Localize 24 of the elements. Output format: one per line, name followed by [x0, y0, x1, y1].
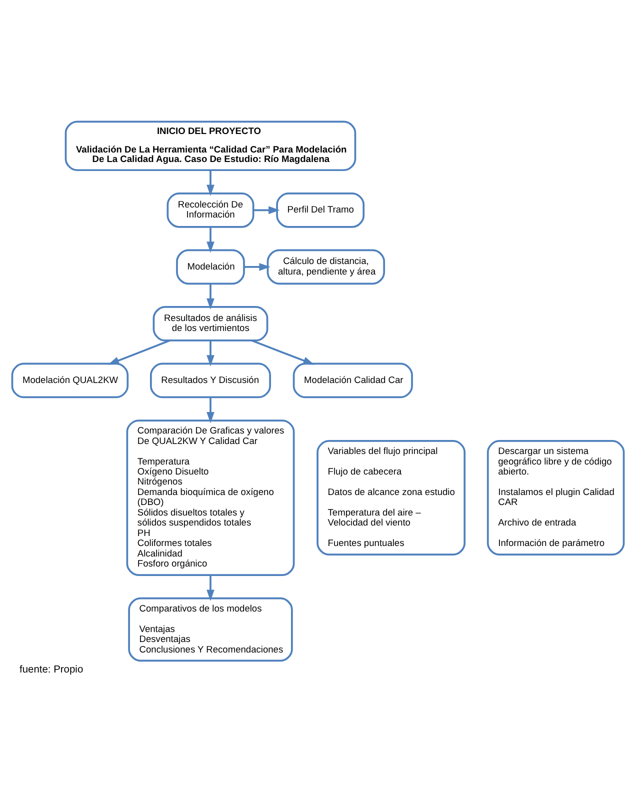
- node-box: Descargar un sistema geográfico libre y de código abierto. Instalamos el plugin Calidad CAR Archivo de entrada Información de parámetro: [486, 440, 625, 556]
- node-box: Resultados de análisis de los vertimientos: [152, 306, 268, 342]
- arrow: [206, 397, 214, 424]
- arrow: [244, 263, 270, 271]
- node-box: Variables del flujo principal Flujo de cabecera Datos de alcance zona estudio Temperatura del aire – Velocidad del viento Fuentes puntuales: [316, 440, 466, 556]
- arrow: [251, 340, 314, 365]
- node-box: Resultados Y Discusión: [150, 362, 271, 398]
- arrow: [206, 340, 214, 366]
- node-box: Comparación De Graficas y valores De QUAL2KW Y Calidad Car Temperatura Oxígeno Disuelto Nitrógenos Demanda bioquímica de oxígeno (DBO) Sólidos disueltos totales y sólidos suspendidos totales PH Coliformes totales Alcalinidad Fosforo orgánico: [126, 420, 295, 576]
- arrow: [206, 575, 214, 601]
- node-box: Comparativos de los modelos Ventajas Desventajas Conclusiones Y Recomendaciones: [128, 597, 293, 662]
- caption: fuente: Propio: [20, 664, 84, 676]
- arrow: [253, 206, 280, 214]
- arrow: [206, 284, 214, 310]
- node-box: INICIO DEL PROYECTO Validación De La Herramienta “Calidad Car” Para Modelación De La Calidad Agua. Caso De Estudio: Río Magdalena: [64, 120, 356, 172]
- node-box: Cálculo de distancia, altura, pendiente y área: [266, 249, 386, 285]
- node-box: Perfil Del Tramo: [276, 192, 365, 228]
- arrow: [206, 226, 214, 253]
- arrow: [206, 170, 214, 196]
- arrow: [108, 340, 170, 365]
- node-box: Modelación QUAL2KW: [11, 362, 129, 398]
- node-box: Modelación: [176, 249, 245, 285]
- node-box: Recolección De Información: [166, 192, 254, 228]
- node-box: Modelación Calidad Car: [292, 362, 413, 398]
